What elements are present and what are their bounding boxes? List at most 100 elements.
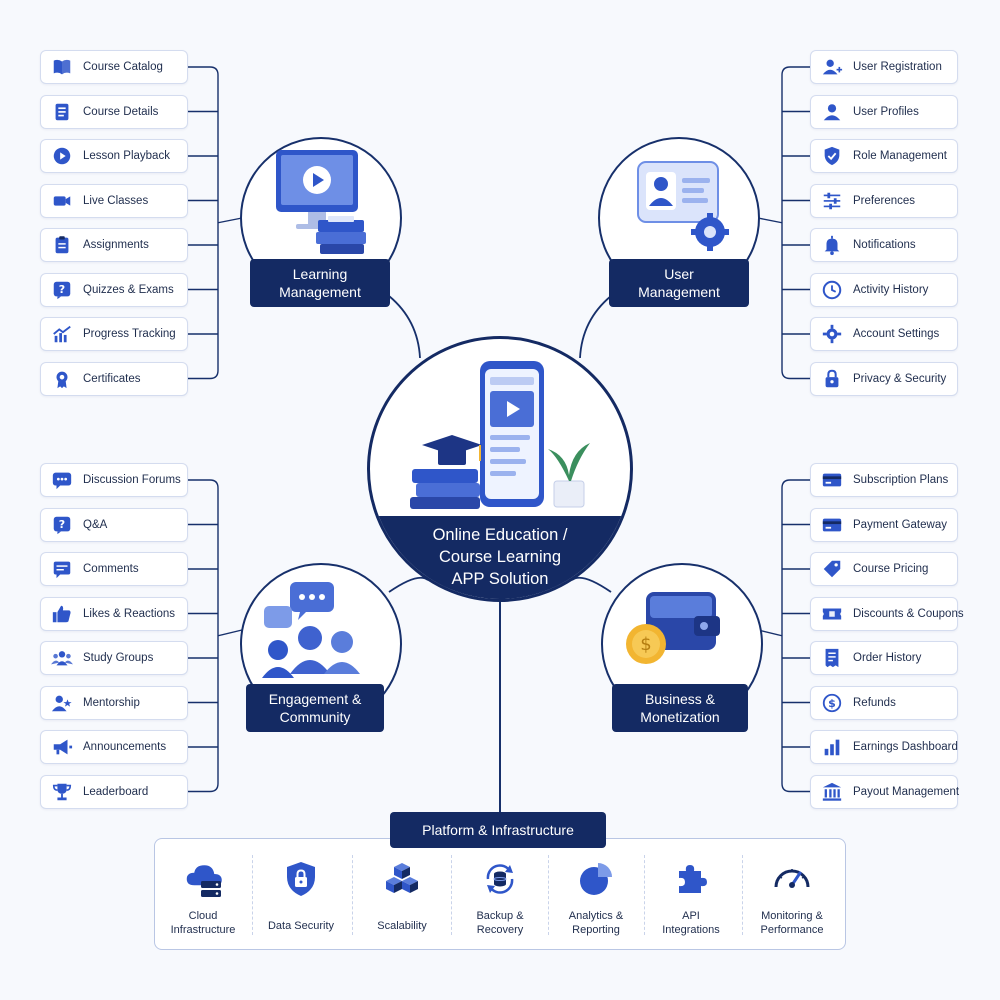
engagement-hub-label: Engagement &Community: [246, 684, 384, 732]
platform-item[interactable]: Monitoring &Performance: [743, 839, 841, 951]
learning-item[interactable]: Course Catalog: [40, 50, 188, 84]
business-item[interactable]: $Refunds: [810, 685, 958, 720]
center-title-line: Course Learning: [439, 548, 561, 566]
item-label: Lesson Playback: [83, 150, 170, 162]
item-label: Progress Tracking: [83, 328, 176, 340]
user-item[interactable]: Role Management: [810, 139, 958, 173]
user-item[interactable]: Notifications: [810, 228, 958, 262]
platform-item[interactable]: Scalability: [353, 839, 451, 951]
clock-icon: [821, 279, 843, 301]
phone-learning-illustration: [410, 361, 590, 509]
business-item[interactable]: Order History: [810, 641, 958, 675]
item-label: Role Management: [853, 150, 947, 162]
engagement-item[interactable]: Mentorship: [40, 685, 188, 720]
coupon-icon: [821, 603, 843, 625]
hub-title-line: Community: [279, 709, 351, 725]
shield-lock-icon: [281, 859, 321, 899]
bar-chart-icon: [821, 736, 843, 758]
business-item[interactable]: Discounts & Coupons: [810, 596, 964, 631]
item-label: Preferences: [853, 194, 916, 207]
business-item[interactable]: Earnings Dashboard: [810, 730, 958, 764]
user-icon: [821, 101, 843, 123]
user-item[interactable]: Privacy & Security: [810, 361, 958, 396]
trophy-icon: [51, 781, 73, 803]
learning-item[interactable]: Certificates: [40, 361, 188, 396]
business-item[interactable]: Course Pricing: [810, 552, 958, 586]
platform-label-line: Infrastructure: [170, 924, 236, 936]
item-label: Likes & Reactions: [83, 607, 176, 620]
platform-item[interactable]: Analytics &Reporting: [547, 839, 645, 951]
user-item[interactable]: Account Settings: [810, 317, 958, 351]
business-item[interactable]: Payment Gateway: [810, 507, 958, 542]
engagement-item[interactable]: Leaderboard: [40, 774, 188, 809]
connector-line: [188, 370, 219, 380]
learning-item[interactable]: Assignments: [40, 228, 188, 262]
card-icon: [821, 514, 843, 536]
learning-item[interactable]: Live Classes: [40, 183, 188, 218]
connector-line: [388, 295, 421, 359]
item-label: Payout Management: [853, 785, 960, 798]
bell-icon: [821, 234, 843, 256]
center-title-line: APP Solution: [451, 570, 549, 588]
item-label: Course Details: [83, 105, 159, 118]
engagement-item[interactable]: Study Groups: [40, 641, 188, 675]
item-label: Subscription Plans: [853, 474, 949, 486]
learning-item[interactable]: Course Details: [40, 94, 188, 129]
connector-line: [217, 217, 243, 224]
thumbs-up-icon: [51, 603, 73, 625]
platform-label-line: API: [682, 910, 700, 922]
mentor-icon: [51, 692, 73, 714]
engagement-item[interactable]: ? Q&A: [40, 507, 188, 542]
platform-divider: [741, 855, 743, 935]
learning-item[interactable]: ?Quizzes & Exams: [40, 272, 188, 307]
price-tag-icon: [821, 558, 843, 580]
center-title-band: [370, 516, 630, 599]
user-item[interactable]: Activity History: [810, 272, 958, 307]
item-label: Comments: [83, 563, 139, 575]
connector-line: [188, 479, 219, 489]
question-icon: ?: [51, 514, 73, 536]
business-item[interactable]: Payout Management: [810, 774, 960, 809]
user-add-icon: [821, 56, 843, 78]
center-title: Online Education / Course Learning APP S…: [390, 524, 610, 590]
platform-item[interactable]: Data Security: [252, 839, 350, 951]
business-item[interactable]: Subscription Plans: [810, 463, 958, 497]
wallet-coin-illustration: $: [626, 592, 720, 664]
user-item[interactable]: User Registration: [810, 50, 958, 84]
platform-item-label: Data Security: [252, 919, 350, 933]
engagement-item[interactable]: Comments: [40, 552, 188, 586]
platform-label-line: Cloud: [188, 910, 218, 922]
item-label: Q&A: [83, 518, 108, 531]
platform-item[interactable]: Backup &Recovery: [451, 839, 549, 951]
center-title-line: Online Education /: [432, 526, 568, 544]
user-item[interactable]: User Profiles: [810, 94, 958, 129]
platform-divider: [451, 855, 452, 935]
item-label: Course Pricing: [853, 563, 929, 575]
business-hub-label: Business &Monetization: [612, 684, 748, 732]
connector-line: [781, 66, 812, 76]
svg-text:$: $: [640, 634, 651, 655]
sliders-icon: [821, 190, 843, 212]
learning-item[interactable]: Lesson Playback: [40, 139, 188, 173]
puzzle-icon: [671, 859, 711, 899]
engagement-item[interactable]: Announcements: [40, 730, 188, 764]
hub-title-line: Learning: [292, 266, 348, 282]
clipboard-icon: [51, 234, 73, 256]
learning-item[interactable]: Progress Tracking: [40, 317, 188, 351]
user-item[interactable]: Preferences: [810, 183, 958, 218]
svg-text:$: $: [828, 697, 836, 710]
item-label: Privacy & Security: [853, 372, 947, 385]
platform-label-line: Data Security: [267, 920, 335, 932]
engagement-item[interactable]: Discussion Forums: [40, 463, 188, 497]
engagement-item[interactable]: Likes & Reactions: [40, 596, 188, 631]
card-icon: [821, 469, 843, 491]
item-label: Quizzes & Exams: [83, 283, 174, 296]
